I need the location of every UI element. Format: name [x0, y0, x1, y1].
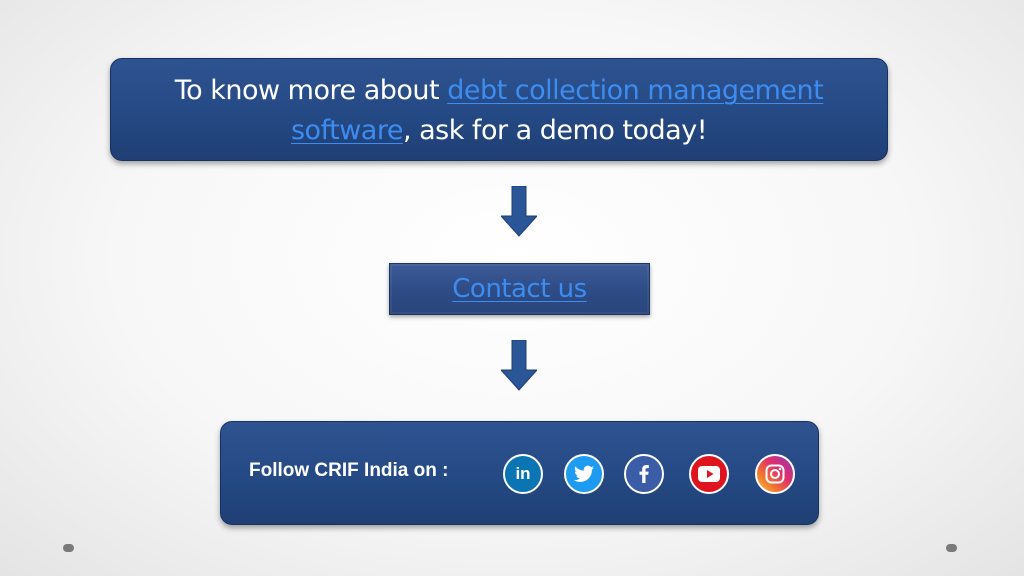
down-arrow-icon: [501, 340, 537, 391]
youtube-play-icon: [698, 466, 720, 482]
linkedin-icon[interactable]: in: [503, 454, 543, 494]
twitter-icon[interactable]: [564, 454, 604, 494]
contact-us-box: Contact us: [389, 263, 650, 315]
instagram-icon[interactable]: [755, 454, 795, 494]
debt-collection-software-link[interactable]: debt collection management software: [290, 75, 824, 146]
corner-dot-right: [946, 544, 957, 552]
follow-label: Follow CRIF India on :: [249, 460, 449, 481]
intro-prefix-text: To know more about: [174, 75, 448, 106]
corner-dot-left: [63, 544, 74, 552]
demo-callout-box: To know more about debt collection manag…: [110, 58, 888, 161]
facebook-icon[interactable]: [624, 454, 664, 494]
contact-us-link[interactable]: Contact us: [452, 274, 587, 304]
follow-social-box: Follow CRIF India on : in: [220, 421, 819, 525]
twitter-bird-icon: [574, 465, 594, 482]
instagram-camera-icon: [765, 464, 785, 484]
youtube-icon[interactable]: [689, 454, 729, 494]
facebook-f-icon: [639, 465, 649, 483]
linkedin-glyph: in: [515, 464, 531, 483]
intro-suffix-text: , ask for a demo today!: [402, 115, 708, 146]
down-arrow-icon: [501, 186, 537, 237]
